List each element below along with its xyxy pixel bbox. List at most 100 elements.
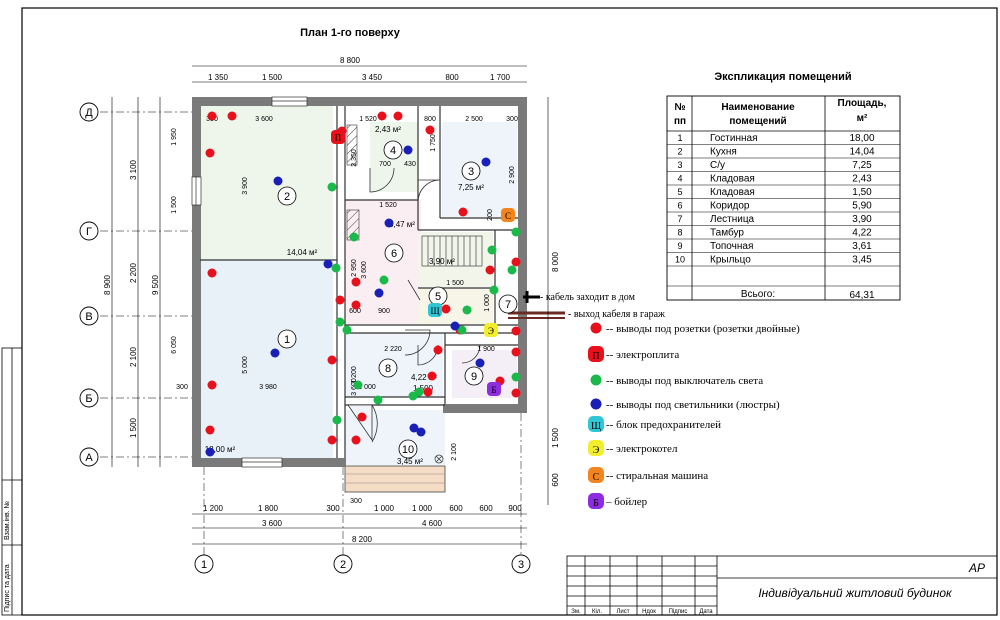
room-area: 14,04 м² bbox=[287, 248, 318, 257]
room-area: 4,22 м² bbox=[411, 373, 437, 382]
explication-row-num: 8 bbox=[677, 228, 682, 238]
dim-bottom-2: 3 600 bbox=[262, 519, 283, 528]
light-switch-dot bbox=[511, 372, 521, 382]
explication-header-area: м² bbox=[857, 113, 868, 124]
room-number: 2 bbox=[284, 191, 290, 203]
fuse-box-marker-label: Щ bbox=[430, 306, 439, 316]
socket-outlet-dot bbox=[327, 355, 337, 365]
room-number-circle bbox=[378, 358, 398, 378]
dim-bottom-2: 4 600 bbox=[422, 519, 443, 528]
explication-header-name: Наименование bbox=[721, 102, 795, 113]
explication-row-area: 4,22 bbox=[852, 228, 872, 239]
explication-row-num: 5 bbox=[677, 187, 682, 197]
room-number-circle bbox=[277, 186, 297, 206]
room-number: 3 bbox=[468, 166, 474, 178]
axis-label-row: Д bbox=[85, 107, 93, 119]
windows bbox=[191, 96, 308, 468]
explication-row-name: Кладовая bbox=[710, 187, 755, 198]
room-number-circle bbox=[383, 140, 403, 160]
socket-outlet-dot bbox=[351, 435, 361, 445]
room-number: 1 bbox=[284, 334, 290, 346]
electric-boiler-marker bbox=[484, 323, 498, 337]
washing-machine-marker bbox=[501, 208, 515, 222]
socket-outlet-dot bbox=[335, 295, 345, 305]
socket-outlet-dot bbox=[511, 326, 521, 336]
ceiling-light-dot bbox=[416, 427, 426, 437]
washing-machine-marker-label: С bbox=[505, 211, 511, 221]
dim-bottom: 1 000 bbox=[412, 504, 433, 513]
room-number: 8 bbox=[385, 363, 391, 375]
inner-dimension: 1 500 bbox=[171, 196, 178, 214]
dim-bottom: 600 bbox=[479, 504, 493, 513]
inner-dimension: 300 bbox=[506, 116, 518, 123]
explication-row-num: 9 bbox=[677, 241, 682, 251]
dimension-lines bbox=[111, 65, 549, 545]
legend-swatch-fuse bbox=[588, 416, 604, 432]
light-switch-dot bbox=[342, 325, 352, 335]
legend-symbol-fuse: Щ bbox=[591, 421, 601, 432]
legend-text-fuse: -- блок предохранителей bbox=[606, 419, 721, 431]
dim-top: 1 500 bbox=[262, 73, 283, 82]
axis-bubble-row bbox=[79, 102, 99, 122]
socket-outlet-dot bbox=[511, 257, 521, 267]
socket-outlet-dot bbox=[393, 111, 403, 121]
ceiling-light-dot bbox=[270, 348, 280, 358]
cable-lines bbox=[508, 291, 565, 319]
explication-row-name: Гостинная bbox=[710, 133, 758, 144]
stove-marker-label: П bbox=[335, 133, 342, 143]
inner-dimension: 1 500 bbox=[446, 280, 464, 287]
socket-outlet-dot bbox=[207, 268, 217, 278]
legend-swatch-water_heater bbox=[588, 493, 604, 509]
inner-dimension: 2 500 bbox=[465, 116, 483, 123]
inner-dimension: 5 000 bbox=[242, 356, 249, 374]
inner-dimension: 1 750 bbox=[430, 134, 437, 152]
inner-dimension: 2 100 bbox=[451, 443, 458, 461]
title-block-col: Лист bbox=[616, 609, 629, 615]
explication-row-area: 3,61 bbox=[852, 241, 872, 252]
inner-dimension: 800 bbox=[424, 116, 436, 123]
axis-bubble-col bbox=[511, 554, 531, 574]
room-area: 3,90 м² bbox=[429, 257, 455, 266]
explication-row-name: Крыльцо bbox=[710, 255, 751, 266]
inner-dimension: 1 900 bbox=[477, 346, 495, 353]
dim-bottom: 1 200 bbox=[203, 504, 224, 513]
inner-dimension: 300 bbox=[350, 498, 362, 505]
dim-top: 1 350 bbox=[208, 73, 229, 82]
light-switch-dot bbox=[379, 275, 389, 285]
title-block-col: Зм. bbox=[571, 609, 581, 615]
light-switch-dot bbox=[332, 415, 342, 425]
socket-outlet-dot bbox=[423, 387, 433, 397]
plan-title: План 1-го поверху bbox=[300, 27, 401, 39]
explication-row-num: 10 bbox=[675, 255, 685, 265]
room-number-circle bbox=[384, 243, 404, 263]
legend-text-light: -- выводы под светильники (люстры) bbox=[606, 399, 780, 411]
legend: -- выводы под розетки (розетки двойные)П… bbox=[588, 322, 800, 509]
legend-swatch-light bbox=[590, 398, 602, 410]
explication-row-name: Лестница bbox=[710, 214, 755, 225]
light-switch-dot bbox=[462, 305, 472, 315]
axis-label-col: 1 bbox=[201, 559, 207, 571]
explication-row-area: 18,00 bbox=[849, 133, 874, 144]
porch-steps bbox=[344, 465, 446, 493]
legend-text-stove: -- электроплита bbox=[606, 349, 679, 361]
axis-label-col: 2 bbox=[340, 559, 346, 571]
room-number-circle bbox=[464, 366, 484, 386]
explication-row-name: Тамбур bbox=[710, 227, 744, 239]
inner-dimension: 900 bbox=[378, 308, 390, 315]
light-switch-dot bbox=[349, 232, 359, 242]
sheet-frame bbox=[21, 7, 998, 616]
dim-left-inner: 3 100 bbox=[129, 159, 138, 180]
axis-label-col: 3 bbox=[518, 559, 524, 571]
dim-right-bottom: 1 500 bbox=[551, 427, 560, 448]
explication-row-num: 1 bbox=[677, 133, 682, 143]
inner-dimension: 1 520 bbox=[359, 116, 377, 123]
cable-in-label: - кабель заходит в дом bbox=[540, 292, 636, 303]
ceiling-light-dot bbox=[475, 358, 485, 368]
ceiling-light-dot bbox=[374, 288, 384, 298]
ceiling-light-dot bbox=[273, 176, 283, 186]
socket-outlet-dot bbox=[207, 111, 217, 121]
legend-text-boiler_el: -- электрокотел bbox=[606, 443, 678, 455]
socket-outlet-dot bbox=[351, 300, 361, 310]
